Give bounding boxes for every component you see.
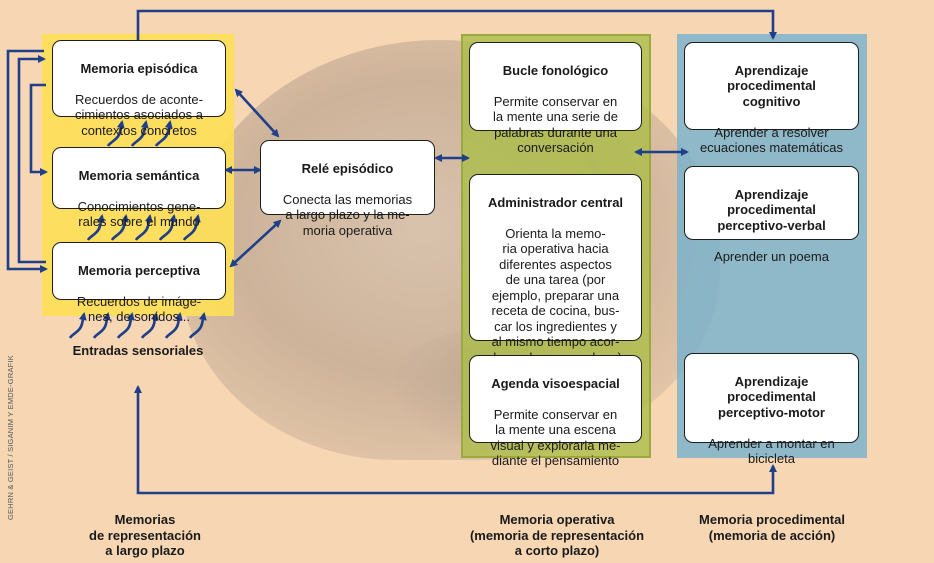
semantic-memory-body: Conocimientos gene- rales sobre el mundo xyxy=(77,198,201,230)
loop-arrow-top xyxy=(136,9,777,40)
relay-perceptual-arrow xyxy=(229,219,282,268)
semantic-memory-title: Memoria semántica xyxy=(78,167,200,183)
phonological-loop-title: Bucle fonológico xyxy=(502,62,609,78)
episodic-memory-body: Recuerdos de aconte- cimientos asociados… xyxy=(75,91,203,138)
perceptual-memory-title: Memoria perceptiva xyxy=(77,262,201,278)
phonological-loop-body: Permite conservar en la mente una serie … xyxy=(492,93,619,156)
verbal-procedural-body: Aprender un poema xyxy=(714,248,829,264)
sensory-input-arrow-1 xyxy=(68,312,87,339)
verbal-procedural-title: Aprendizaje procedimental perceptivo-ver… xyxy=(717,186,826,233)
phonological-loop-box: Bucle fonológico Permite conservar en la… xyxy=(469,42,642,155)
visuospatial-sketchpad-body: Permite conservar en la mente una escena… xyxy=(490,406,621,469)
sensory-input-arrow-5 xyxy=(164,312,183,339)
semantic-memory-box: Memoria semántica Conocimientos gene- ra… xyxy=(52,147,226,229)
long-term-memory-label: Memorias de representación a largo plazo xyxy=(89,512,201,558)
visuospatial-sketchpad-title: Agenda visoespacial xyxy=(491,375,620,391)
perceptual-memory-body: Recuerdos de imáge- nes, de sonidos... xyxy=(76,293,202,325)
working-memory-label: Memoria operativa (memoria de representa… xyxy=(469,512,645,558)
left-loop-mid xyxy=(17,55,46,264)
motor-procedural-box: Aprendizaje procedimental perceptivo-mot… xyxy=(684,353,859,466)
flow-arrow-to-semantic-4 xyxy=(158,214,177,241)
episodic-relay-body: Conecta las memorias a largo plazo y la … xyxy=(282,191,413,238)
relay-episodic-arrow xyxy=(234,88,280,138)
sensory-input-arrow-3 xyxy=(116,312,135,339)
sensory-input-arrow-6 xyxy=(188,312,207,339)
sensory-inputs-label: Entradas sensoriales xyxy=(72,343,204,358)
visuospatial-sketchpad-box: Agenda visoespacial Permite conservar en… xyxy=(469,355,642,468)
flow-arrow-to-semantic-3 xyxy=(134,214,153,241)
motor-procedural-title: Aprendizaje procedimental perceptivo-mot… xyxy=(718,373,825,420)
sensory-input-arrow-2 xyxy=(92,312,111,339)
episodic-relay-box: Relé episódico Conecta las memorias a la… xyxy=(260,140,435,238)
loop-arrow-bottom xyxy=(134,385,777,495)
flow-arrow-to-episodic-1 xyxy=(106,120,125,147)
flow-arrow-to-semantic-1 xyxy=(86,214,105,241)
cognitive-procedural-box: Aprendizaje procedimental cognitivo Apre… xyxy=(684,42,859,155)
left-loop-semantic xyxy=(29,83,48,176)
flow-arrow-to-semantic-2 xyxy=(110,214,129,241)
episodic-memory-title: Memoria episódica xyxy=(80,60,198,76)
procedural-memory-label: Memoria procedimental (memoria de acción… xyxy=(699,512,845,543)
flow-arrow-to-episodic-2 xyxy=(130,120,149,147)
left-loop-outer xyxy=(6,49,48,273)
flow-arrow-to-episodic-3 xyxy=(154,120,173,147)
sensory-input-arrow-4 xyxy=(140,312,159,339)
episodic-relay-title: Relé episódico xyxy=(301,160,394,176)
image-credit: GEHRN & GEIST / SIGANIM Y EMDE-GRAFIK xyxy=(6,355,15,520)
central-executive-title: Administrador central xyxy=(487,194,624,210)
verbal-procedural-box: Aprendizaje procedimental perceptivo-ver… xyxy=(684,166,859,264)
central-executive-box: Administrador central Orienta la memo- r… xyxy=(469,174,642,365)
central-executive-body: Orienta la memo- ria operativa hacia dif… xyxy=(489,225,622,365)
perceptual-memory-box: Memoria perceptiva Recuerdos de imáge- n… xyxy=(52,242,226,324)
cognitive-procedural-body: Aprender a resolver ecuaciones matemátic… xyxy=(699,124,844,156)
flow-arrow-to-semantic-5 xyxy=(182,214,201,241)
episodic-memory-box: Memoria episódica Recuerdos de aconte- c… xyxy=(52,40,226,138)
cognitive-procedural-title: Aprendizaje procedimental cognitivo xyxy=(727,62,816,109)
motor-procedural-body: Aprender a montar en bicicleta xyxy=(708,435,835,467)
